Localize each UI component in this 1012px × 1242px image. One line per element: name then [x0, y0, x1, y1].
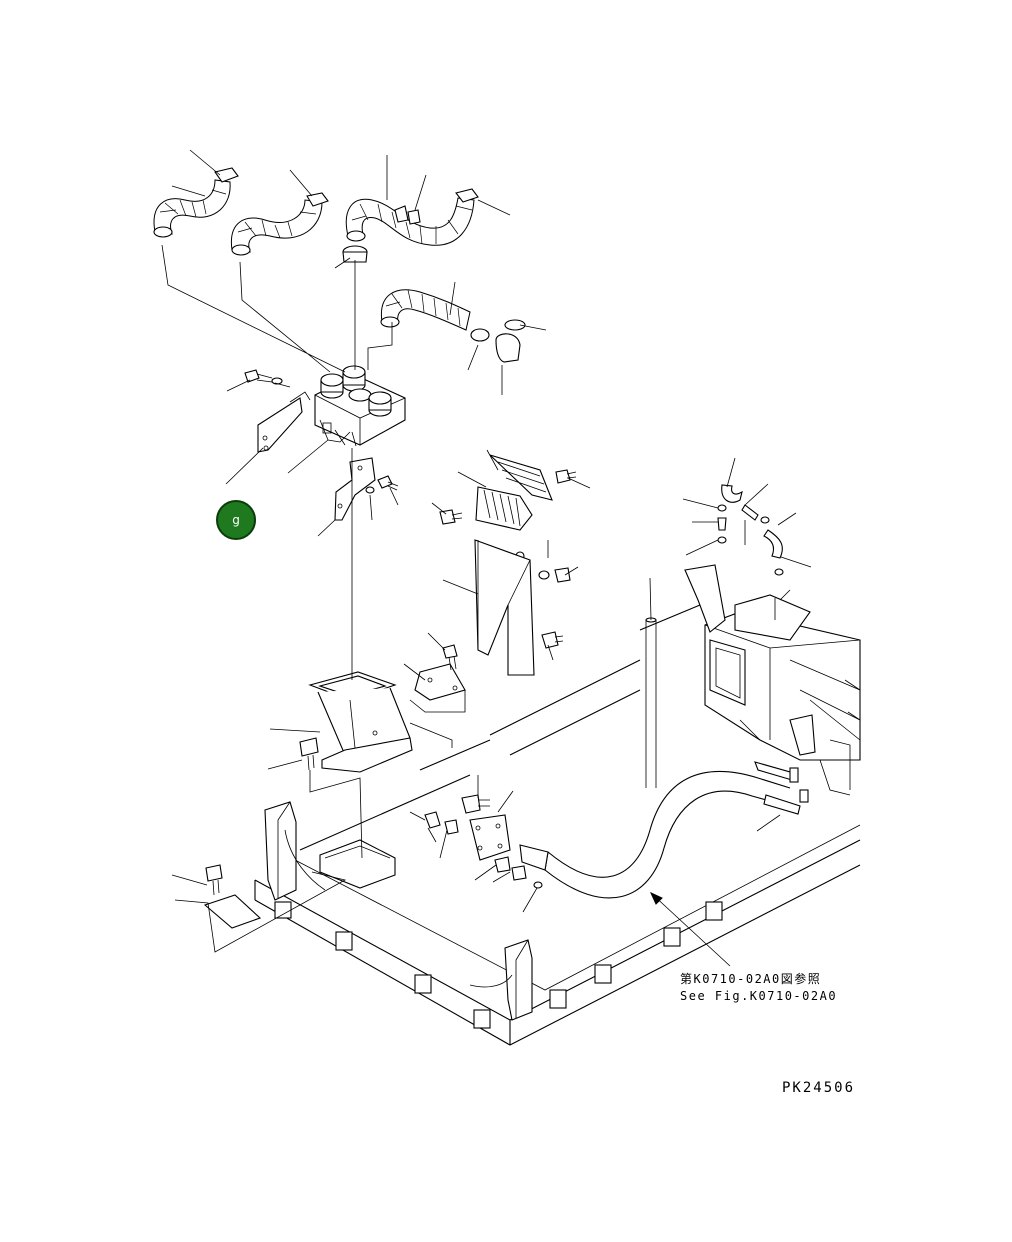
centre-bracket [424, 794, 543, 889]
louver-grille [475, 454, 553, 531]
side-bracket [257, 391, 311, 453]
floor-duct [308, 671, 413, 773]
heater-unit [684, 564, 861, 803]
vertical-cover [474, 539, 535, 676]
drawing-code: PK24506 [782, 1080, 855, 1096]
floor-small-plate [203, 864, 262, 929]
heater-hose-curve [519, 761, 801, 899]
drain-pipe [645, 617, 657, 788]
green-marker[interactable]: g [216, 500, 256, 540]
floor-frame [254, 604, 861, 1046]
marker-label: g [232, 513, 240, 527]
cover-fasteners [538, 567, 571, 649]
duct-bolt [299, 737, 319, 771]
duct-hose-1 [153, 179, 231, 238]
hose-clamps [214, 167, 526, 363]
leader-lines [161, 149, 861, 967]
bolt-upper-left [244, 369, 283, 385]
duct-hose-4 [380, 289, 471, 331]
blower-mixing-box [314, 365, 406, 447]
reference-arrow [649, 891, 663, 905]
heater-small-parts [717, 484, 784, 576]
reference-note-english: See Fig.K0710-02A0 [680, 989, 837, 1003]
lower-bracket [334, 457, 399, 521]
floor-plate [414, 644, 466, 701]
duct-hose-2 [230, 199, 323, 256]
reference-note-japanese: 第K0710-02A0図参照 [680, 971, 821, 986]
